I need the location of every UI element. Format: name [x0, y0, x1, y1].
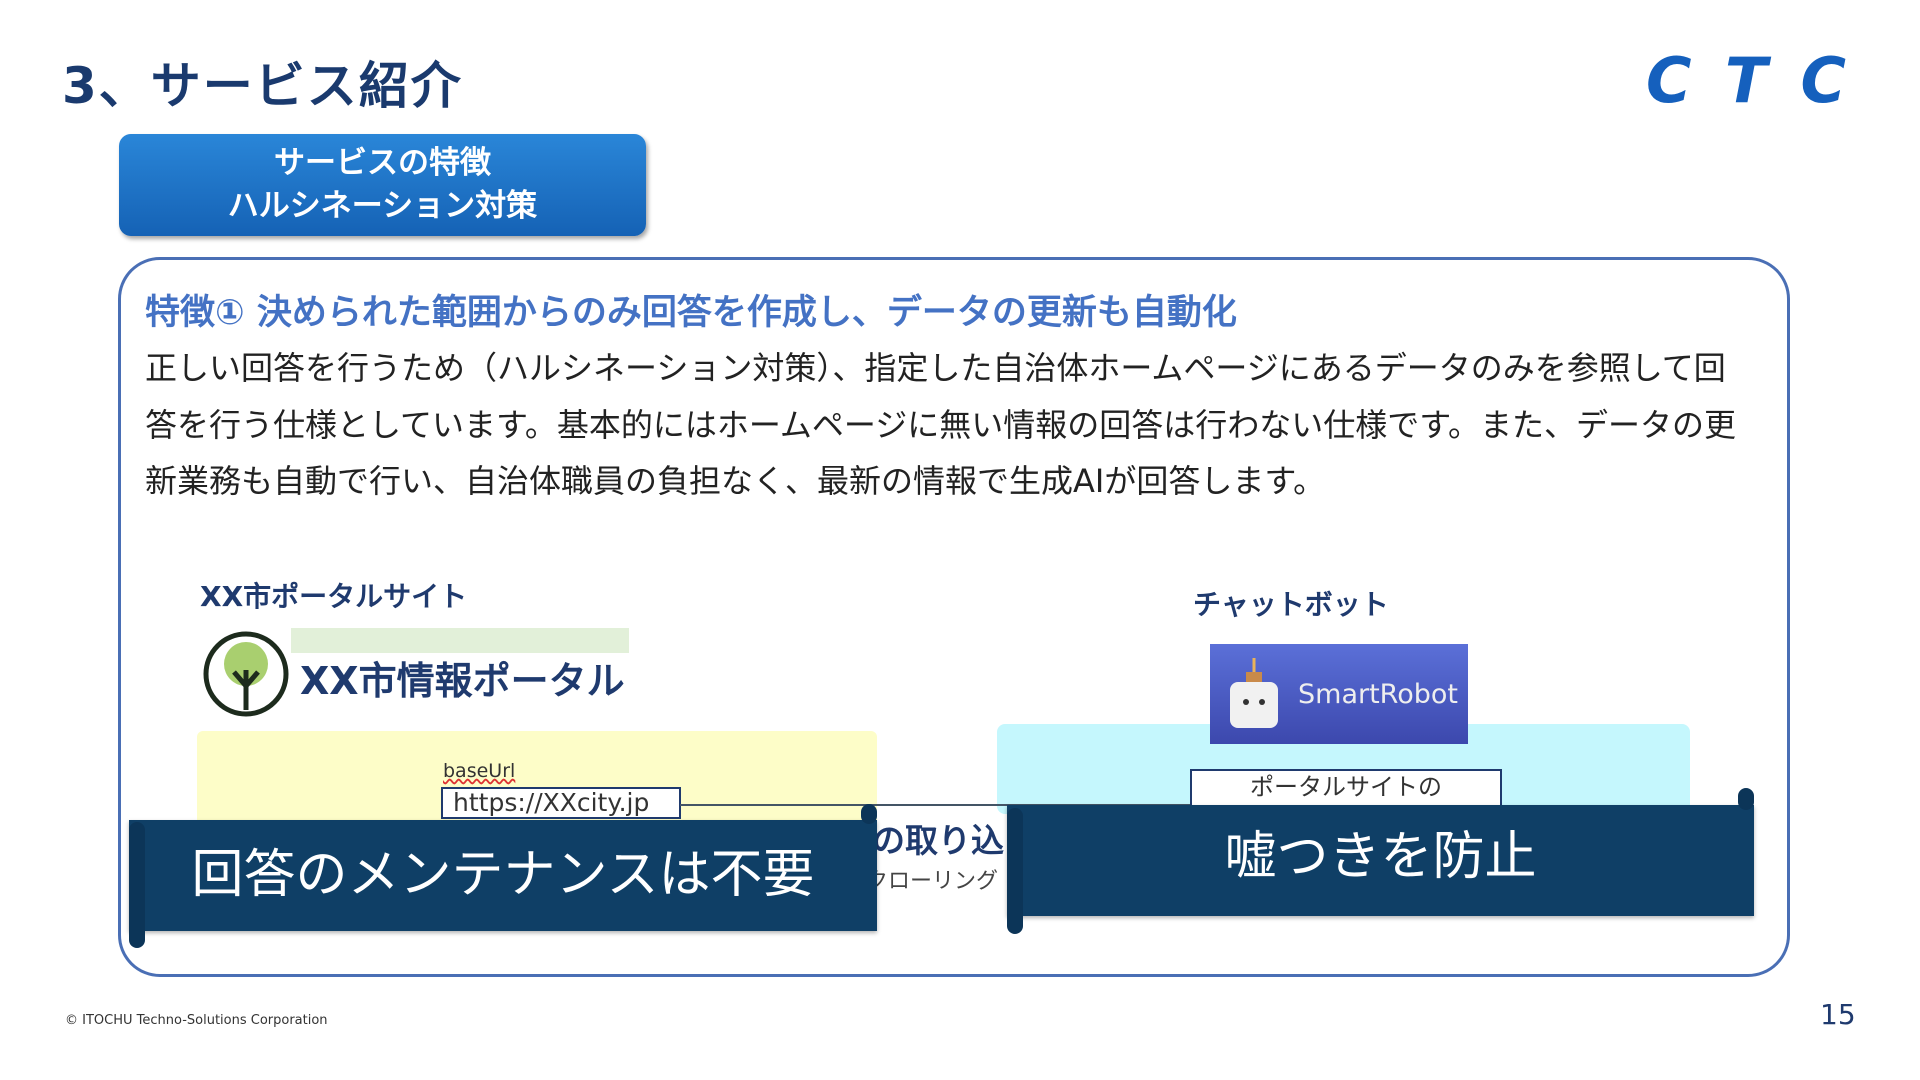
portal-site-box: ポータルサイトの [1190, 769, 1502, 809]
base-url-label: baseUrl [443, 760, 516, 782]
tag-line2: ハルシネーション対策 [227, 188, 538, 224]
portal-name: XX市情報ポータル [300, 659, 625, 703]
portal-label: XX市ポータルサイト [200, 580, 468, 613]
tree-icon [203, 631, 289, 717]
chatbot-name: SmartRobot [1298, 678, 1458, 710]
crawl-text: クローリング [866, 869, 999, 894]
banner-no-maintenance: 回答のメンテナンスは不要 [129, 820, 877, 931]
svg-text:CTC: CTC [1646, 52, 1846, 110]
feature-heading: 特徴① 決められた範囲からのみ回答を作成し、データの更新も自動化 [145, 293, 1237, 333]
page-number: 15 [1820, 998, 1856, 1031]
scroll-curl [129, 822, 145, 948]
base-url-field: https://XXcity.jp [441, 787, 681, 819]
robot-icon [1230, 658, 1278, 728]
scroll-curl [861, 804, 877, 824]
chatbot-label: チャットボット [1193, 588, 1389, 621]
feature-body: 正しい回答を行うため（ハルシネーション対策）、指定した自治体ホームページにあるデ… [145, 349, 1737, 500]
feature-tag-button: サービスの特徴 ハルシネーション対策 [119, 134, 646, 236]
slide-title: 3、サービス紹介 [62, 57, 463, 115]
banner-left-text: 回答のメンテナンスは不要 [191, 845, 815, 905]
smartrobot-logo: SmartRobot [1210, 644, 1468, 744]
import-text: の取り込 [872, 821, 1004, 860]
feature-panel [118, 257, 1790, 977]
tag-line1: サービスの特徴 [274, 145, 491, 181]
copyright: © ITOCHU Techno-Solutions Corporation [65, 1013, 328, 1028]
scroll-curl [1738, 788, 1754, 810]
banner-prevent-lies: 嘘つきを防止 [1007, 805, 1754, 916]
connector-line [680, 804, 1194, 806]
ctc-logo: CTC [1646, 52, 1846, 110]
portal-header-bar [291, 628, 629, 653]
banner-right-text: 嘘つきを防止 [1224, 827, 1537, 887]
scroll-curl [1007, 808, 1023, 934]
